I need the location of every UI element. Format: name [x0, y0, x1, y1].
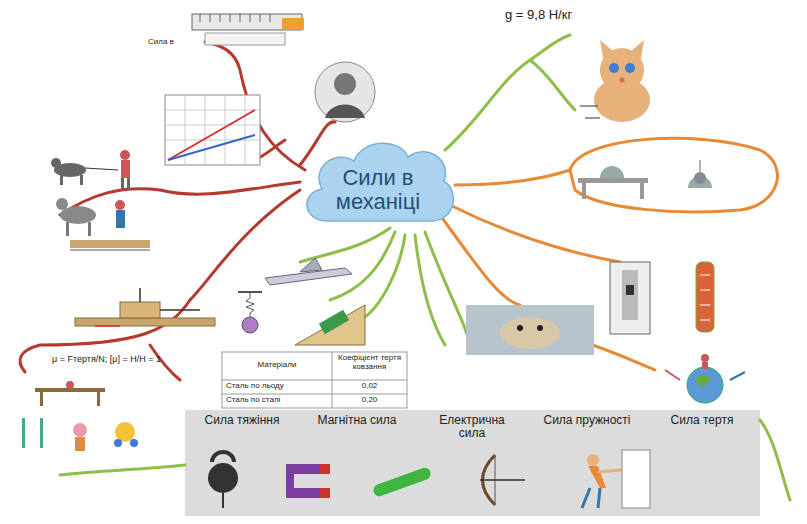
force-name: Сила тяжіння [197, 414, 287, 427]
table-cell: 0,20 [334, 396, 405, 405]
force-name: Магнітна сила [312, 414, 402, 427]
table-with-ball [578, 160, 712, 199]
panel-ground [185, 410, 760, 516]
globe [665, 354, 745, 403]
red-branches [20, 42, 335, 380]
table-cell: Сталь по льоду [226, 382, 330, 391]
table-cell: Сталь по сталі [226, 396, 330, 405]
friction-table [222, 352, 407, 408]
dynamometer [610, 262, 714, 334]
hanging-ball [238, 292, 262, 333]
caption-text: Сила в [148, 38, 198, 47]
hamster-photo [466, 305, 594, 355]
formula-text: μ = Fтертя/N; [μ] = Н/Н = 1 [52, 355, 217, 365]
central-title: Сили в механіці [323, 166, 433, 214]
cloud-node: Сили в механіці [298, 135, 458, 231]
force-name: Сила тертя [657, 414, 747, 427]
spring-scale [192, 14, 304, 45]
cloud-outline [307, 143, 453, 221]
table-cell: Матеріали [224, 361, 330, 370]
green-branches [60, 35, 790, 500]
portrait [315, 62, 375, 122]
toy-cat [580, 40, 650, 122]
table-cell: 0,02 [334, 382, 405, 391]
formula-text: g = 9,8 Н/кг [505, 8, 625, 22]
force-name: Електрична сила [427, 414, 517, 440]
small-figures [22, 381, 138, 451]
block-on-table [75, 288, 215, 326]
orange-branches [440, 138, 777, 370]
table-cell: Коефіцієнт тертя ковзання [334, 354, 405, 372]
force-icons [208, 450, 650, 508]
dog-and-boy [51, 150, 130, 190]
force-name: Сила пружності [542, 414, 632, 427]
horse-and-boy [56, 198, 150, 250]
plane [265, 258, 352, 285]
force-graph [165, 95, 260, 165]
force-panel: Сила тяжіння Магнітна сила Електрична сила… [185, 410, 760, 516]
car-on-slope [295, 305, 365, 345]
